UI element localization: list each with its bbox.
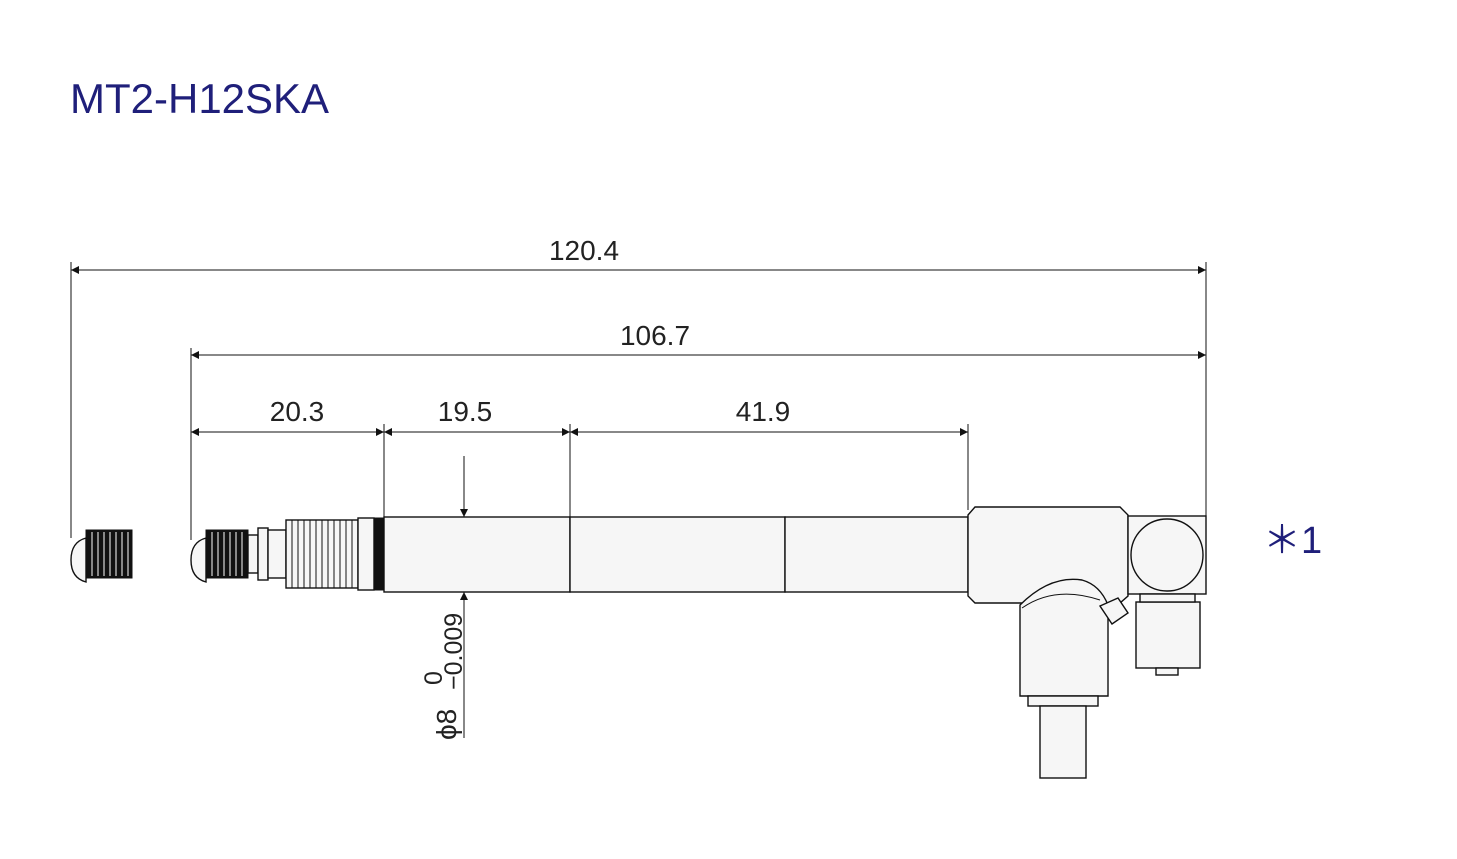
diameter-label: ϕ8 (431, 709, 462, 740)
threaded-section (285, 517, 385, 591)
dimension-label: 120.4 (549, 235, 619, 266)
dimension-label: 20.3 (270, 396, 325, 427)
dimension-tube-section: 41.9 (570, 396, 968, 436)
tolerance-upper: 0 (420, 671, 448, 685)
dimension-overall-with-cap: 120.4 (71, 235, 1206, 274)
note-marker: ＊1 (1263, 520, 1323, 562)
dimension-label: 41.9 (736, 396, 791, 427)
dimension-tip-length: 20.3 (191, 396, 384, 436)
main-body (383, 516, 969, 593)
extension-lines (70, 262, 1207, 540)
dimension-label: 106.7 (620, 320, 690, 351)
diameter-callout: ϕ8 0 −0.009 (420, 456, 468, 740)
dimension-label: 19.5 (438, 396, 493, 427)
probe-tip (190, 527, 287, 583)
connector-head (967, 506, 1207, 779)
dimension-body-section: 19.5 (384, 396, 570, 436)
dimension-overall: 106.7 (191, 320, 1206, 359)
tolerance-lower: −0.009 (440, 613, 468, 690)
probe-cap (70, 529, 133, 583)
drawing-title: MT2-H12SKA (70, 75, 330, 122)
